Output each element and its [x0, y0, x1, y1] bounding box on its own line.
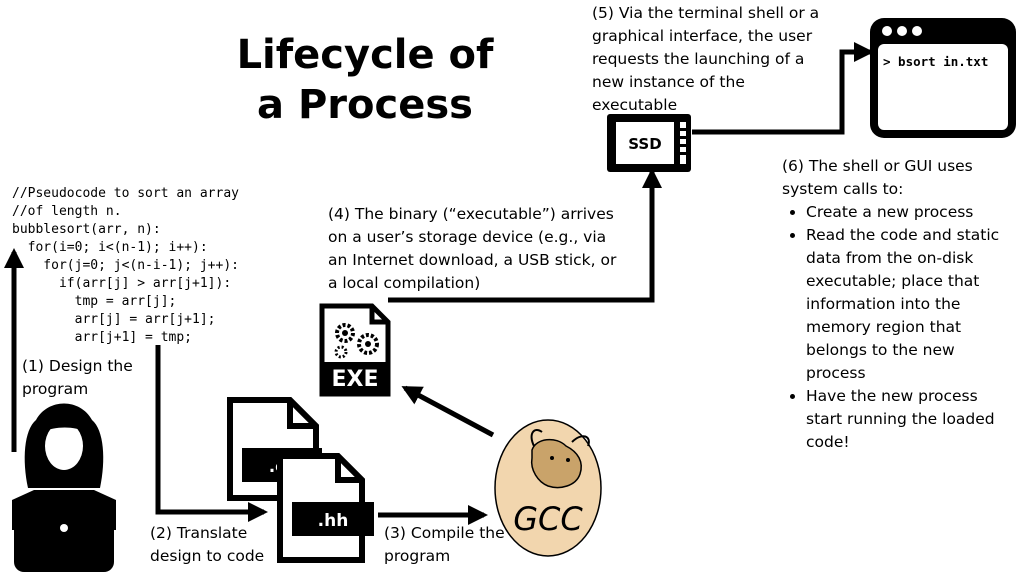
ssd-drive-icon: SSD — [607, 114, 691, 172]
step-6-list: Create a new process Read the code and s… — [782, 201, 999, 454]
step-6-bullet: Have the new process start running the l… — [806, 385, 999, 454]
user-laptop-icon — [12, 403, 116, 572]
ssd-label: SSD — [628, 135, 661, 153]
hh-label: .hh — [318, 511, 349, 531]
code-line: if(arr[j] > arr[j+1]): — [12, 276, 232, 291]
hh-file-icon: .hh — [277, 453, 374, 563]
terminal-command: > bsort in.txt — [883, 54, 988, 69]
arrow-gcc-to-exe — [401, 385, 495, 438]
title-line-1: Lifecycle of — [236, 32, 494, 78]
code-line: //Pseudocode to sort an array — [12, 186, 239, 201]
code-line: arr[j] = arr[j+1]; — [12, 312, 216, 327]
exe-label: EXE — [331, 367, 378, 392]
terminal-window-icon: > bsort in.txt — [870, 18, 1016, 138]
step-6-bullet: Create a new process — [806, 201, 999, 224]
code-line: tmp = arr[j]; — [12, 294, 177, 309]
page-title: Lifecycle of a Process — [200, 30, 530, 130]
arrow-ssd-to-terminal — [692, 42, 874, 135]
flow-arrows — [3, 42, 874, 525]
code-line: //of length n. — [12, 204, 122, 219]
arrow-code-to-files — [155, 345, 268, 522]
gcc-logo-icon: GCC — [494, 419, 602, 557]
code-line: for(j=0; j<(n-i-1); j++): — [12, 258, 239, 273]
step-1-caption: (1) Design the program — [22, 357, 133, 398]
step-4-caption: (4) The binary (“executable”) arrives on… — [328, 205, 617, 292]
code-line: bubblesort(arr, n): — [12, 222, 161, 237]
code-line: for(i=0; i<(n-1); i++): — [12, 240, 208, 255]
step-3-caption: (3) Compile the program — [384, 524, 505, 565]
gcc-label: GCC — [513, 500, 583, 538]
code-line: arr[j+1] = tmp; — [12, 330, 193, 345]
step-2-caption: (2) Translate design to code — [150, 524, 265, 565]
step-6-bullet: Read the code and static data from the o… — [806, 224, 999, 385]
arrow-exe-to-ssd — [388, 168, 662, 303]
pseudocode-block: //Pseudocode to sort an array //of lengt… — [12, 185, 239, 347]
step-6-caption: (6) The shell or GUI uses system calls t… — [782, 155, 999, 454]
step-5-caption: (5) Via the terminal shell or a graphica… — [592, 4, 820, 114]
title-line-2: a Process — [257, 82, 473, 128]
exe-file-icon: EXE — [319, 303, 391, 397]
